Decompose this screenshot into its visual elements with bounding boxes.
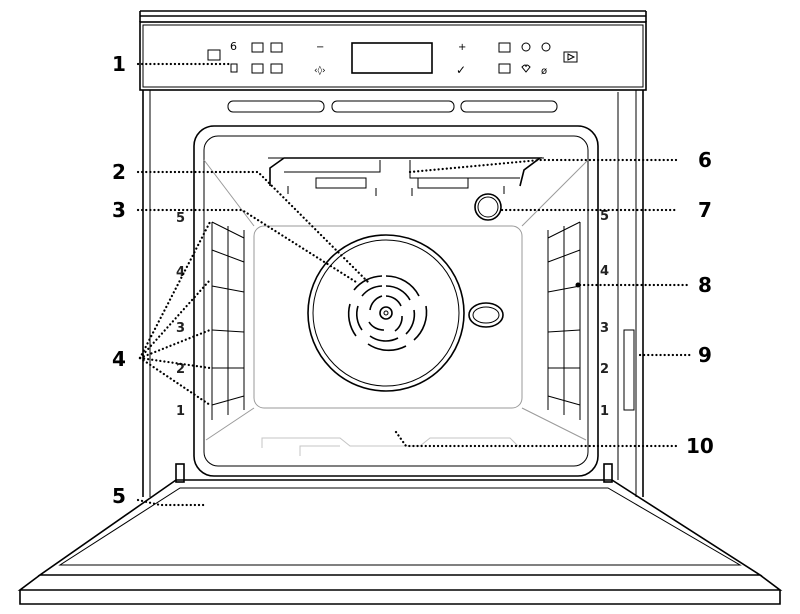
shelf-label-left-5: 5 <box>176 211 185 226</box>
callout-2: 2 <box>112 160 126 184</box>
fan-side-plug <box>468 302 504 328</box>
callout-4: 4 <box>112 347 126 371</box>
plus-symbol: + <box>458 42 466 53</box>
shelf-labels-right: 5 4 3 2 1 <box>600 209 609 419</box>
leader-4b <box>138 278 212 360</box>
callout-8: 8 <box>698 273 712 297</box>
shelf-label-right-2: 2 <box>600 362 609 377</box>
check-symbol: ✓ <box>456 63 466 77</box>
fan-cover-3 <box>307 234 504 392</box>
heart-icon <box>521 64 531 73</box>
shelf-label-right-5: 5 <box>600 209 609 224</box>
oven-top-trim <box>139 10 647 22</box>
leader-4a <box>138 220 212 360</box>
back-icon: ‹◊› <box>314 65 326 76</box>
shelf-label-left-3: 3 <box>176 321 185 336</box>
oven-lamp-7 <box>474 193 502 221</box>
power-icon <box>541 42 551 52</box>
leader-6 <box>408 158 678 174</box>
callout-7: 7 <box>698 198 712 222</box>
door-hinge-right <box>603 463 613 483</box>
touch-button-6 <box>498 63 511 74</box>
lock-icon <box>230 63 238 73</box>
vent-slot <box>460 100 558 113</box>
bottom-heating-element-10 <box>261 437 521 449</box>
shelf-label-left-4: 4 <box>176 265 185 280</box>
touch-button-1 <box>251 42 264 53</box>
shelf-label-right-1: 1 <box>600 404 609 419</box>
callout-10: 10 <box>686 434 714 458</box>
leader-4c <box>138 328 212 360</box>
clock-icon: 6 <box>230 40 237 53</box>
oven-cavity <box>193 125 599 477</box>
door-hinge-left <box>175 463 185 483</box>
callout-5: 5 <box>112 484 126 508</box>
oven-door-5 <box>17 463 783 605</box>
fan-blades <box>347 275 428 352</box>
touch-button-2 <box>270 42 283 53</box>
vent-slot <box>227 100 325 113</box>
oven-body <box>142 90 644 497</box>
leader-3 <box>136 208 358 284</box>
callout-1: 1 <box>112 52 126 76</box>
right-side-rack <box>547 221 581 420</box>
shelf-labels-left: 5 4 3 2 1 <box>176 211 185 419</box>
shelf-label-left-2: 2 <box>176 362 185 377</box>
timer-icon <box>521 42 531 52</box>
shelf-label-right-3: 3 <box>600 321 609 336</box>
shelf-label-left-1: 1 <box>176 404 185 419</box>
leader-5 <box>136 498 207 507</box>
leader-lines <box>136 62 692 507</box>
callout-labels: 1 2 3 4 5 6 7 8 9 10 <box>112 52 714 508</box>
control-panel: 6 − ‹◊› + ✓ ø <box>139 21 647 91</box>
leader-2 <box>136 170 372 286</box>
callout-9: 9 <box>698 343 712 367</box>
leader-4e <box>138 356 212 407</box>
lamp-icon <box>207 49 221 61</box>
vent-slot <box>331 100 455 113</box>
shelf-label-right-4: 4 <box>600 264 609 279</box>
callout-6: 6 <box>698 148 712 172</box>
leader-4d <box>138 356 212 370</box>
callout-3: 3 <box>112 198 126 222</box>
left-side-rack <box>211 221 245 420</box>
touch-button-5 <box>498 42 511 53</box>
leader-10 <box>394 430 678 448</box>
play-icon <box>567 53 576 61</box>
touch-button-3 <box>251 63 264 74</box>
display-screen <box>351 42 433 74</box>
minus-symbol: − <box>316 42 324 53</box>
start-button <box>563 51 578 63</box>
settings-icon: ø <box>541 66 547 77</box>
touch-button-4 <box>270 63 283 74</box>
shelf-guide-pin-8 <box>575 282 581 288</box>
top-heating-element-6 <box>268 157 544 196</box>
door-hinge-9 <box>623 329 635 411</box>
